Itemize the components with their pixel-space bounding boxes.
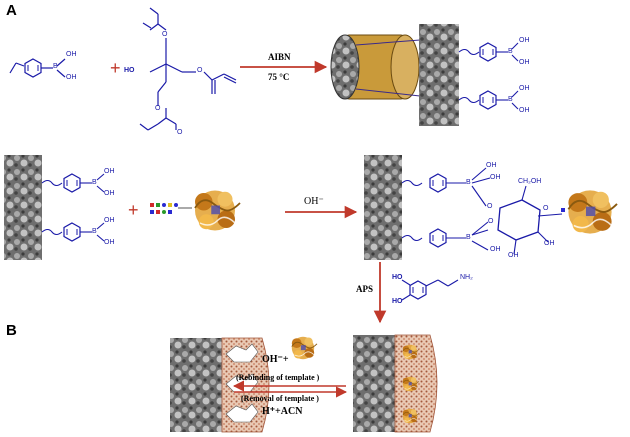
temperature-label: 75 °C [268, 72, 290, 82]
bound-glycoprotein [567, 189, 618, 235]
label-o: O [155, 105, 161, 112]
label-b: B [508, 96, 513, 103]
boronic-acid-ligands-left [41, 173, 105, 242]
label-ho: HO [124, 67, 135, 74]
glycoprotein-template [194, 189, 241, 232]
label-oh: OH [490, 246, 501, 253]
label-oh: OH [519, 85, 530, 92]
initiator-label: AIBN [268, 52, 291, 62]
imprinted-monolith-empty [170, 337, 270, 433]
glycan-link [561, 208, 565, 212]
label-o: O [162, 31, 168, 38]
label-b: B [466, 179, 471, 186]
label-o: O [488, 218, 494, 225]
label-o: O [543, 205, 549, 212]
sem-image-left [4, 155, 42, 260]
imprinted-monolith-bound [353, 334, 438, 433]
rebind-reagent-label: OH⁻+ [262, 354, 289, 365]
crosslinker-molecule [139, 7, 237, 131]
label-oh: OH [66, 51, 77, 58]
label-oh: OH [104, 168, 115, 175]
label-oh: OH [66, 74, 77, 81]
label-oh: OH [508, 252, 519, 259]
plus-sign: + [110, 58, 121, 78]
label-o: O [177, 129, 183, 136]
label-oh: OH [490, 174, 501, 181]
label-oh: OH [104, 239, 115, 246]
label-o: O [487, 203, 493, 210]
sem-image-top-right [419, 24, 459, 126]
glycan-chain [150, 203, 192, 214]
dopamine-molecule [401, 279, 459, 301]
label-b: B [53, 63, 58, 70]
label-oh: OH [104, 190, 115, 197]
label-b: B [466, 234, 471, 241]
aps-label: APS [356, 284, 374, 294]
label-oh: OH [104, 217, 115, 224]
plus-sign: + [128, 200, 139, 220]
label-b: B [92, 179, 97, 186]
elution-label: H⁺+ACN [262, 406, 303, 417]
label-oh: OH [519, 59, 530, 66]
boronic-acid-ligands-top [458, 42, 519, 110]
base-label: OH⁻ [304, 196, 324, 207]
label-b: B [92, 228, 97, 235]
sem-image-complex [364, 155, 402, 260]
label-ho: HO [392, 298, 403, 305]
panel-label-a: A [6, 2, 17, 19]
boronate-ester-complex [401, 167, 563, 255]
monolith-column [330, 34, 421, 100]
label-ho: HO [392, 274, 403, 281]
label-oh: OH [486, 162, 497, 169]
rebinding-label: (Rebinding of template ) [236, 373, 320, 382]
label-oh: OH [519, 37, 530, 44]
removal-label: (Removal of template ) [241, 394, 319, 403]
rebinding-glycoprotein [291, 336, 318, 360]
label-o: O [197, 67, 203, 74]
vinylphenylboronic-acid [9, 58, 66, 78]
label-b: B [508, 48, 513, 55]
label-ch2oh: CH₂OH [518, 178, 542, 185]
panel-label-b: B [6, 322, 17, 339]
label-oh: OH [544, 240, 555, 247]
label-nh2: NH₂ [460, 274, 473, 281]
label-oh: OH [519, 107, 530, 114]
